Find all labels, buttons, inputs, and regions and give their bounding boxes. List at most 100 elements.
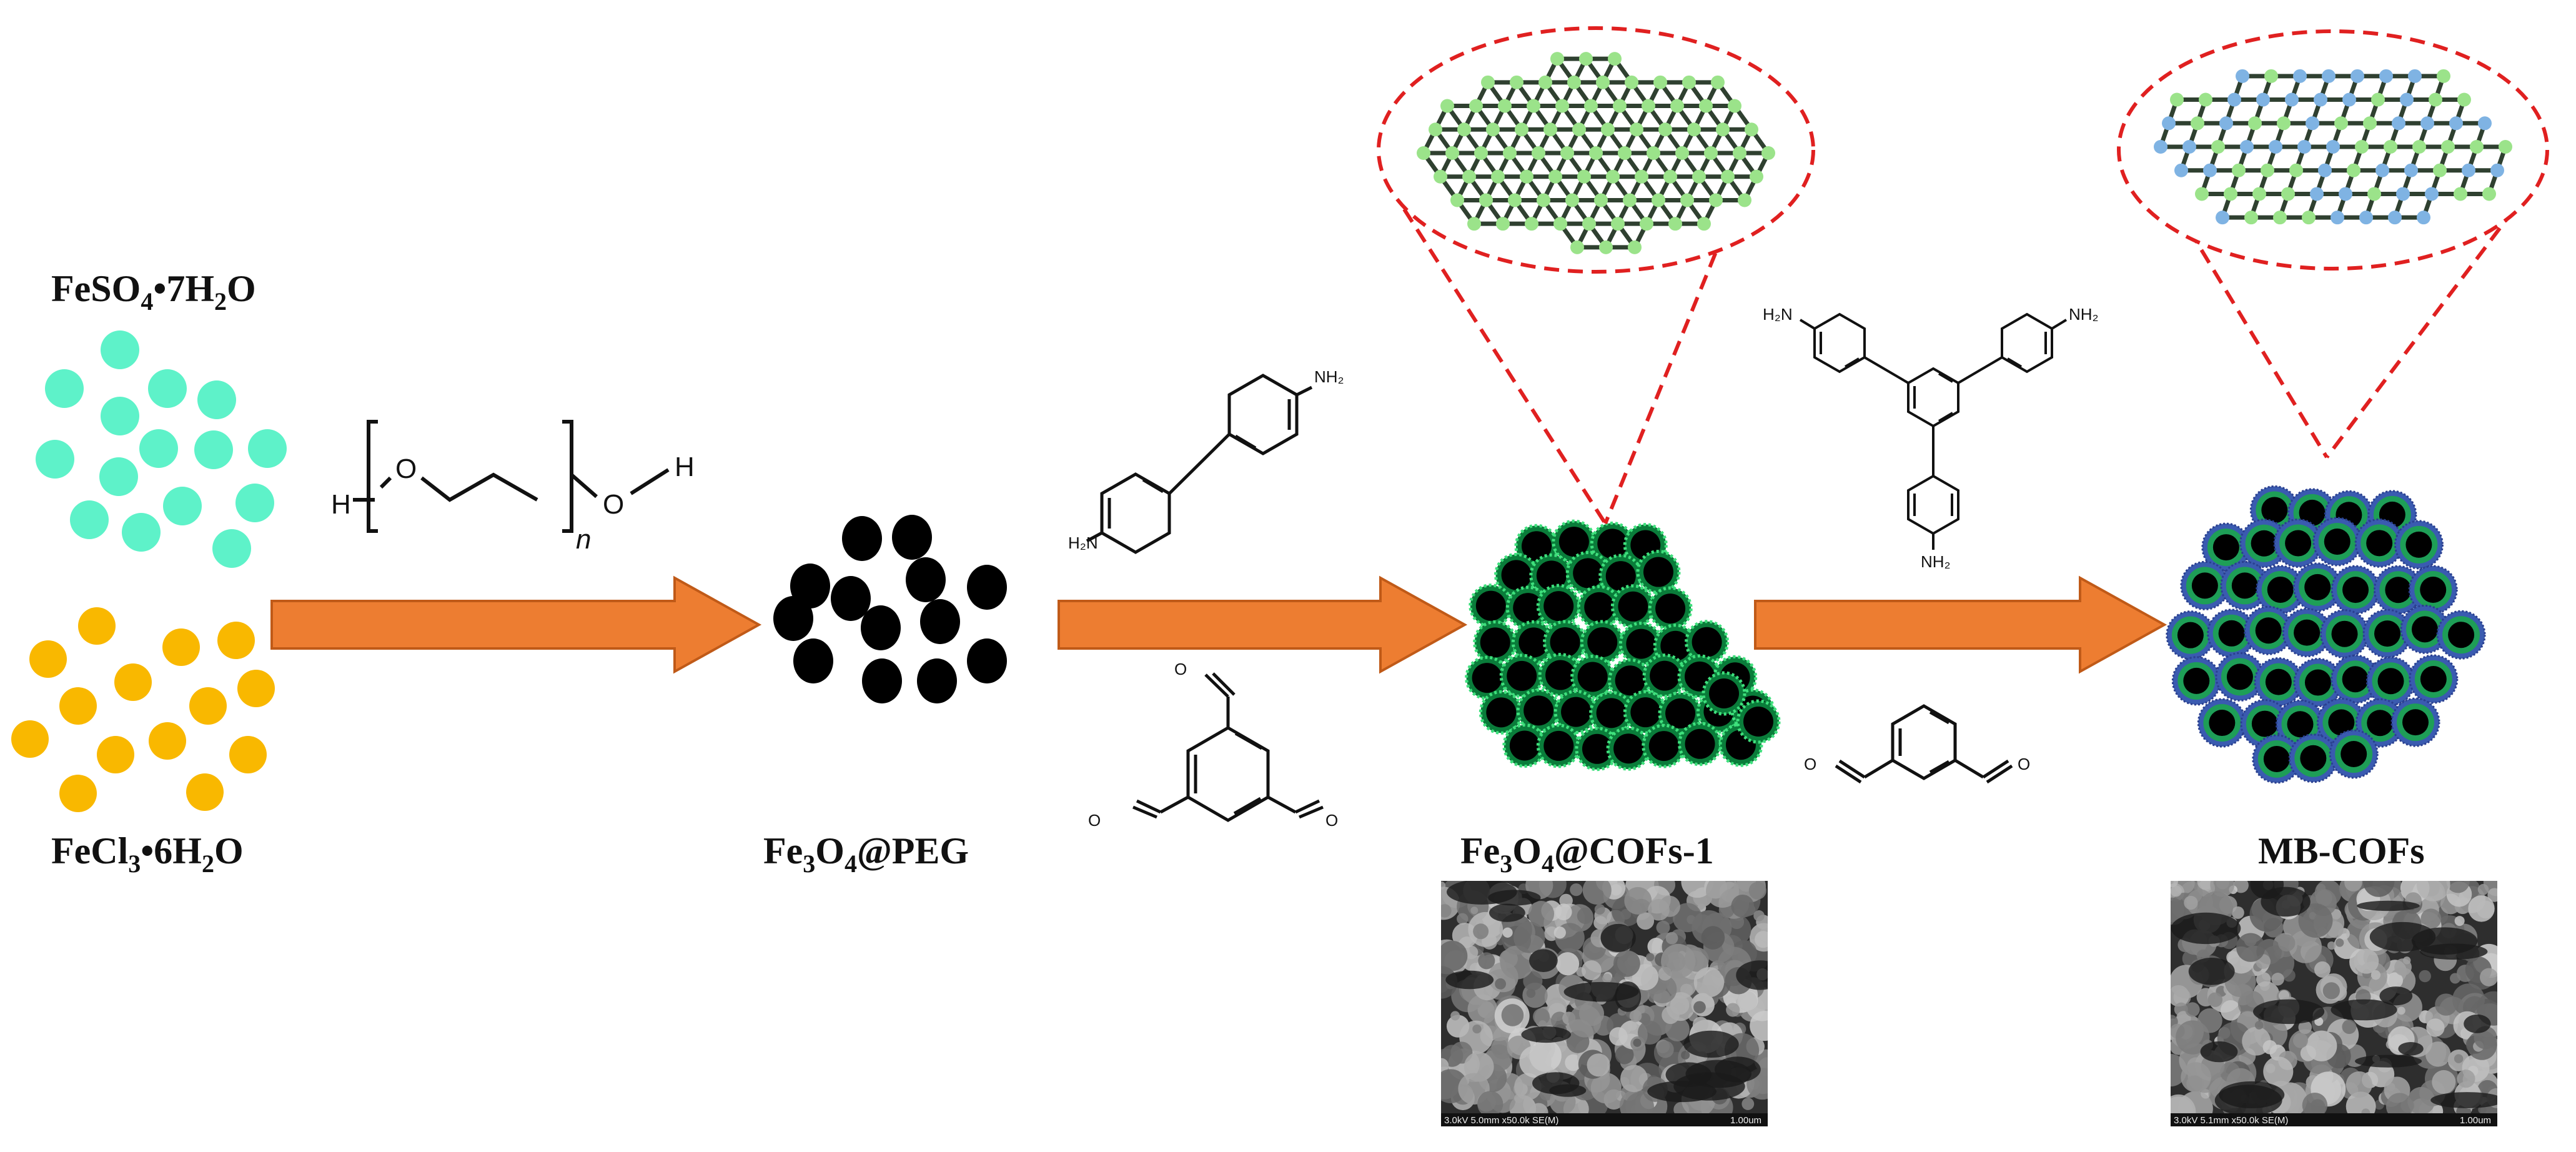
network-atom: [2371, 92, 2385, 107]
network-atom: [1721, 169, 1735, 184]
network-atom: [2269, 140, 2282, 154]
network-atom: [1716, 122, 1730, 137]
cofs1-core: [1618, 591, 1648, 622]
sem-pore: [2252, 999, 2325, 1025]
network-atom: [1599, 240, 1613, 254]
network-atom: [2326, 140, 2340, 154]
sem-grain: [1478, 952, 1495, 970]
sem-pore: [2411, 927, 2478, 955]
network-atom: [2227, 92, 2241, 107]
sem-grain: [2322, 982, 2340, 1000]
network-atom: [1761, 146, 1775, 160]
fecl3-particle: [237, 670, 275, 707]
network-atom: [1704, 146, 1718, 160]
mb-cofs-core: [2377, 668, 2404, 695]
network-atom: [1625, 75, 1638, 89]
network-atom: [1525, 217, 1538, 231]
network-atom: [1550, 52, 1564, 66]
sem-pore: [2171, 912, 2241, 945]
sem-grain: [1581, 960, 1602, 981]
sem-grain: [1731, 895, 1755, 918]
network-atom: [1515, 122, 1528, 137]
sem-grain: [1513, 921, 1545, 953]
fe3o4-peg-core: [892, 515, 932, 560]
fecl3-particle-cluster: [11, 607, 275, 812]
fecl3-particle: [217, 622, 255, 659]
feso4-particle: [122, 513, 161, 552]
network-atom: [1601, 122, 1615, 137]
fe3o4-peg-core: [773, 596, 813, 641]
mb-cofs-core: [2261, 497, 2288, 524]
mb-cofs-core: [2263, 745, 2290, 772]
network-atom: [1738, 193, 1751, 207]
fecl3-particle: [162, 628, 200, 666]
network-atom: [2289, 163, 2303, 177]
mb-cofs-core: [2385, 577, 2412, 603]
network-atom: [2482, 187, 2496, 201]
network-atom: [1640, 217, 1653, 231]
sem-grain: [2432, 1070, 2456, 1095]
mb-cofs-core: [2255, 617, 2282, 644]
tapb-nh2-bottom: NH₂: [1921, 552, 1951, 571]
sem-pore: [2357, 900, 2420, 911]
fe3o4-peg-core: [917, 658, 957, 703]
network-atom: [1548, 169, 1562, 184]
network-atom: [2490, 163, 2504, 177]
sem-grain: [2184, 895, 2198, 910]
sem-grain: [1553, 926, 1566, 939]
cofs1-core: [1518, 627, 1549, 658]
sem-grain: [2298, 903, 2333, 938]
network-atom: [1543, 122, 1557, 137]
sem-grain: [2346, 1071, 2372, 1098]
sem-pore: [2200, 1041, 2238, 1063]
network-atom: [2420, 116, 2434, 131]
network-atom: [1750, 169, 1763, 184]
sem-pore: [1529, 949, 1558, 972]
fe3o4-peg-particle-cluster: [773, 515, 1007, 703]
feso4-particle: [99, 457, 138, 496]
mb-cofs-core: [2287, 711, 2314, 738]
sem-grain: [2171, 897, 2185, 922]
network-atom: [2318, 163, 2332, 177]
sem-grain: [1533, 1008, 1550, 1025]
sem-grain: [1661, 943, 1696, 979]
network-atom: [2285, 92, 2299, 107]
fecl3-particle: [149, 722, 186, 760]
sem-grain: [2457, 1070, 2475, 1088]
cofs1-core: [1743, 707, 1773, 737]
mb-cofs-network-icon: [2154, 69, 2512, 225]
network-atom: [2392, 116, 2405, 131]
sem-grain: [2362, 881, 2395, 897]
sem-grain: [1633, 1038, 1642, 1047]
sem-grain: [1646, 953, 1655, 961]
sem-image-mb-cofs: 3.0kV 5.1mm x50.0k SE(M) 1.00um: [2171, 881, 2497, 1126]
network-atom: [1486, 122, 1500, 137]
mb-cofs-core: [2226, 663, 2253, 690]
tricarbaldehyde-o-left: O: [1088, 811, 1101, 830]
peg-repeat-n: n: [576, 524, 591, 555]
sem-grain: [2480, 968, 2497, 986]
fe3o4-peg-core: [862, 658, 902, 703]
cofs1-core: [1550, 627, 1580, 657]
cofs1-network-icon: [1417, 52, 1775, 254]
feso4-particle: [70, 500, 109, 539]
cofs1-core: [1475, 590, 1506, 621]
network-atom: [1668, 217, 1682, 231]
network-atom: [2342, 92, 2356, 107]
cofs1-core: [1596, 698, 1627, 728]
cofs1-core: [1626, 628, 1657, 659]
network-atom: [1647, 146, 1660, 160]
cofs1-zoom-bubble: [1377, 26, 1815, 525]
mb-cofs-core: [2366, 530, 2393, 557]
cofs1-core: [1543, 730, 1574, 761]
sem-pore: [1563, 981, 1639, 1002]
sem-grain: [1441, 940, 1468, 971]
sem-grain: [1538, 1020, 1547, 1029]
sem-grain: [2344, 881, 2362, 891]
fecl3-particle: [189, 687, 227, 725]
network-atom: [1608, 52, 1622, 66]
network-atom: [1728, 99, 1741, 113]
network-atom: [2363, 116, 2377, 131]
sem-pore: [1736, 960, 1768, 990]
network-atom: [2219, 116, 2233, 131]
